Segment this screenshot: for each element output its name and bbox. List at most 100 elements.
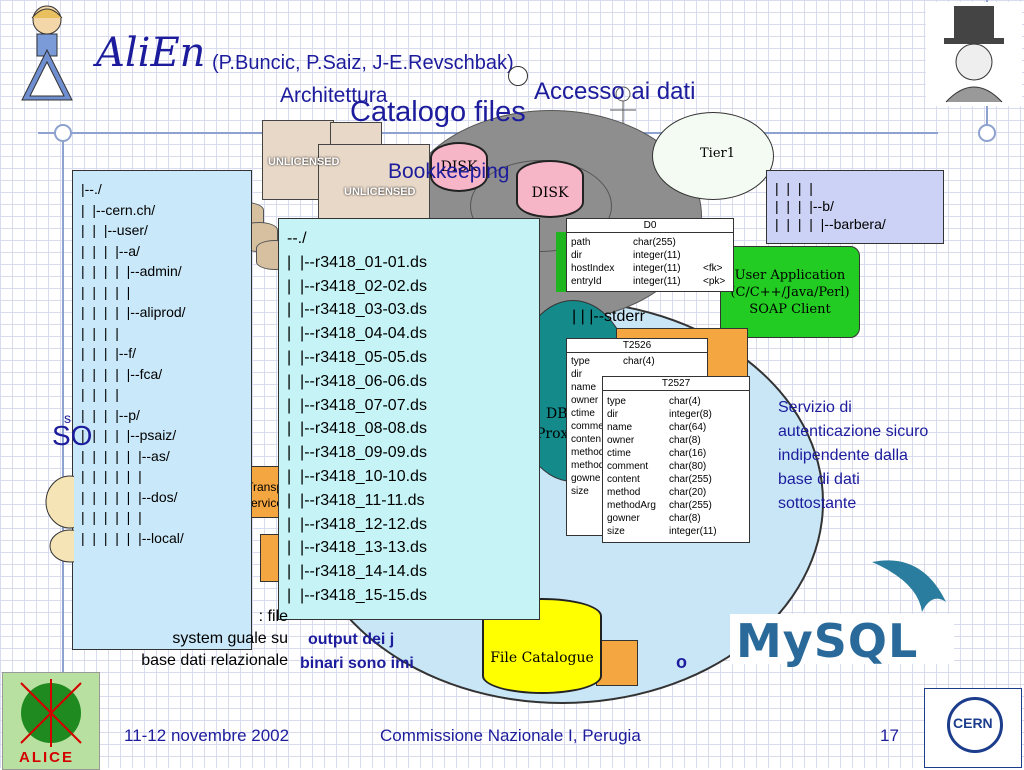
alice-logo: ALICE bbox=[2, 672, 100, 770]
tier1-label: Tier1 bbox=[700, 146, 736, 161]
file-list-item: | |--r3418_07-07.ds bbox=[287, 396, 427, 414]
directory-tree-line: | | |--user/ bbox=[81, 222, 148, 238]
table-row: gowne bbox=[567, 472, 707, 485]
table-cell: type bbox=[571, 356, 590, 367]
so-partial-label: SO bbox=[52, 420, 93, 451]
directory-tree-line: | | | |--p/ bbox=[81, 406, 140, 423]
transport-partial-label: Transp bbox=[246, 480, 283, 494]
table-cell: char(20) bbox=[669, 487, 707, 498]
orange-bottom-box bbox=[596, 640, 638, 686]
cern-logo: CERN bbox=[924, 688, 1022, 768]
clock-icon bbox=[508, 66, 528, 86]
directory-tree-line: | | | | |--fca/ bbox=[81, 365, 163, 382]
table-cell: ctime bbox=[607, 448, 631, 459]
table-cell: gowner bbox=[607, 513, 640, 524]
table-cell: comment bbox=[607, 461, 649, 472]
rule-node-icon bbox=[978, 124, 996, 142]
auth-line: base di dati bbox=[778, 471, 860, 488]
disk-label: DISK bbox=[531, 185, 569, 201]
unlicensed-label: UNLICENSED bbox=[268, 156, 340, 168]
auth-line: autenticazione sicuro bbox=[778, 423, 929, 440]
table-row: method bbox=[567, 446, 707, 459]
table-cell: owner bbox=[607, 435, 635, 446]
table-cell: dir bbox=[571, 369, 583, 380]
s-partial-label: s bbox=[64, 410, 71, 426]
file-list-item: | |--r3418_03-03.ds bbox=[287, 301, 427, 319]
footer-date: 11-12 novembre 2002 bbox=[124, 726, 290, 745]
auth-line: sottostante bbox=[778, 495, 857, 512]
directory-tree-line: | | | | | |--dos/ bbox=[81, 488, 178, 505]
access-heading: Accesso ai dati bbox=[534, 78, 696, 105]
left-rule bbox=[62, 132, 64, 692]
tier1-cloud bbox=[652, 112, 774, 200]
table-row: owner bbox=[567, 394, 707, 407]
directory-tree-line: | |--cern.ch/ bbox=[81, 201, 156, 218]
table-cell: integer(11) bbox=[669, 526, 717, 537]
mysql-logo-text: MySQL bbox=[736, 614, 919, 668]
table-row: dir integer(8) bbox=[603, 408, 749, 421]
directory-tree-line: | | | | bbox=[81, 324, 119, 341]
table-cell bbox=[703, 236, 731, 249]
particle-tracks-icon bbox=[20, 679, 82, 747]
slide-authors: (P.Buncic, P.Saiz, J-E.Revschbak) bbox=[212, 52, 514, 74]
table-cell: char(255) bbox=[633, 237, 676, 248]
user-application-box: User Application (C/C++/Java/Perl) SOAP … bbox=[720, 246, 860, 338]
bottom-left-line: system guale su bbox=[172, 630, 288, 647]
bookkeeping-label: Bookkeeping bbox=[388, 160, 510, 183]
directory-tree-line: | | | | bbox=[775, 180, 813, 196]
file-list-item: | |--r3418_10-10.ds bbox=[287, 467, 427, 485]
table-t2527-header: T2527 bbox=[603, 377, 749, 391]
table-cell: char(255) bbox=[669, 474, 712, 485]
bottom-mid-description: output dei j binari sono imi bbox=[300, 628, 414, 676]
table-cell: path bbox=[571, 237, 591, 248]
table-cell: char(80) bbox=[669, 461, 707, 472]
mysql-logo: MySQL bbox=[736, 614, 918, 668]
table-row: path char(255) bbox=[567, 236, 733, 249]
bottom-mid-line: binari sono imi bbox=[300, 655, 414, 672]
file-list-item: | |--r3418_09-09.ds bbox=[287, 444, 427, 462]
table-row: name bbox=[567, 381, 707, 394]
file-list-item: | |--r3418_04-04.ds bbox=[287, 325, 427, 343]
user-app-line: User Application bbox=[734, 268, 846, 283]
table-cell: content bbox=[607, 474, 640, 485]
file-list-item: | |--r3418_01-01.ds bbox=[287, 253, 427, 271]
directory-tree-line: | | | | |--barbera/ bbox=[775, 216, 886, 232]
file-list-panel: --./| |--r3418_01-01.ds| |--r3418_02-02.… bbox=[278, 218, 540, 620]
file-list-item: | |--r3418_02-02.ds bbox=[287, 277, 427, 295]
rule-node-icon bbox=[54, 124, 72, 142]
directory-tree-line: | | | | |--psaiz/ bbox=[81, 427, 177, 443]
table-cell: integer(11) bbox=[633, 276, 681, 287]
bottom-left-line: base dati relazionale bbox=[141, 652, 288, 669]
page-number: 17 bbox=[880, 726, 899, 745]
unlicensed-label: UNLICENSED bbox=[344, 186, 416, 198]
table-t2526-header: T2526 bbox=[567, 339, 707, 353]
table-cell: conten bbox=[571, 434, 602, 445]
table-cell: method bbox=[571, 447, 605, 458]
table-cell: name bbox=[607, 422, 633, 433]
file-list-item: | |--r3418_13-13.ds bbox=[287, 539, 427, 557]
directory-tree-line: | | | |--f/ bbox=[81, 345, 136, 361]
mysql-logo-bg bbox=[730, 614, 954, 664]
table-row: method bbox=[567, 459, 707, 472]
table-cell: dir bbox=[607, 409, 619, 420]
table-cell: char(4) bbox=[669, 396, 701, 407]
table-cell: integer(8) bbox=[669, 409, 712, 420]
table-cell: integer(11) bbox=[633, 250, 681, 261]
directory-tree-line: | | | | | |--local/ bbox=[81, 529, 184, 546]
table-cell: name bbox=[571, 382, 597, 393]
table-cell: owner bbox=[571, 395, 599, 406]
bottom-left-line: : file bbox=[258, 608, 288, 625]
table-cell: comme bbox=[571, 421, 604, 432]
cat-illustration-icon bbox=[45, 475, 74, 563]
